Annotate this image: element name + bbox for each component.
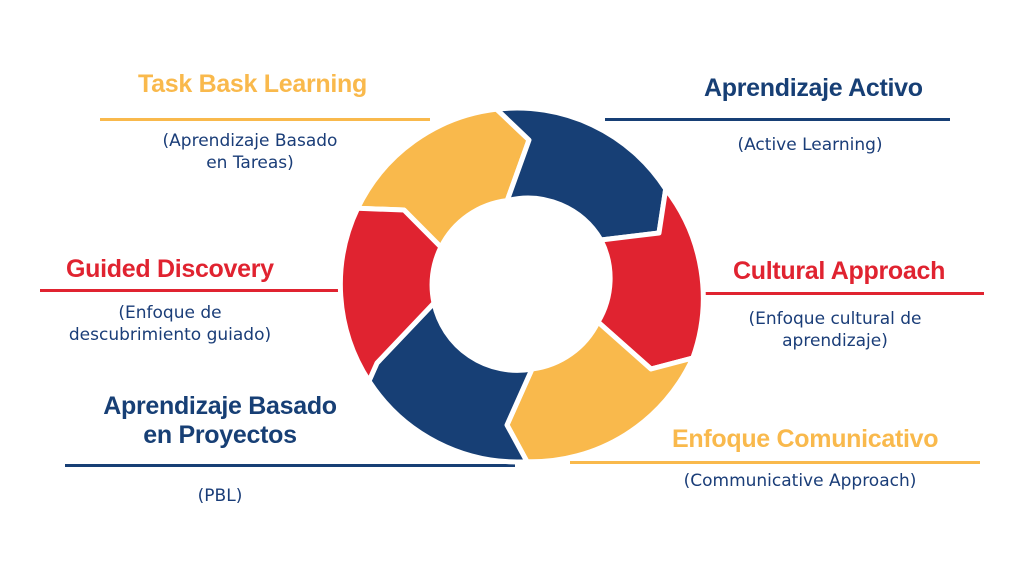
communicative-title: Enfoque Comunicativo	[672, 425, 939, 453]
cycle-center-hole	[432, 200, 602, 370]
projects-title-line2: en Proyectos	[143, 420, 297, 449]
communicative-subtitle-line1: (Communicative Approach)	[683, 471, 917, 491]
projects-title: Aprendizaje Basado en Proyectos	[95, 392, 345, 450]
task-based-subtitle-line1: (Aprendizaje Basado	[162, 131, 338, 151]
task-based-title: Task Bask Learning	[138, 70, 367, 98]
task-based-subtitle-line2: en Tareas)	[206, 153, 294, 174]
guided-subtitle-line1: (Enfoque de	[118, 303, 222, 323]
guided-subtitle-line2: descubrimiento guiado)	[68, 325, 272, 346]
task-based-line	[100, 118, 430, 121]
segment-communicative	[504, 319, 696, 465]
guided-subtitle: (Enfoque de descubrimiento guiado)	[40, 302, 300, 346]
task-based-subtitle: (Aprendizaje Basado en Tareas)	[130, 130, 370, 174]
guided-line	[40, 289, 345, 292]
cultural-title: Cultural Approach	[733, 257, 946, 285]
active-line	[605, 118, 950, 121]
cultural-line	[700, 292, 984, 295]
projects-title-line1: Aprendizaje Basado	[103, 392, 337, 420]
active-subtitle-line1: (Active Learning)	[737, 135, 883, 155]
active-title: Aprendizaje Activo	[704, 74, 923, 102]
cultural-subtitle: (Enfoque cultural de aprendizaje)	[725, 308, 945, 352]
active-subtitle: (Active Learning)	[700, 134, 920, 156]
communicative-line	[570, 461, 980, 464]
cultural-subtitle-line1: (Enfoque cultural de	[748, 309, 922, 329]
guided-title: Guided Discovery	[66, 255, 274, 283]
projects-line	[65, 464, 515, 467]
communicative-subtitle: (Communicative Approach)	[660, 470, 940, 492]
projects-subtitle: (PBL)	[170, 485, 270, 507]
projects-subtitle-line1: (PBL)	[197, 486, 243, 506]
cultural-subtitle-line2: aprendizaje)	[782, 331, 888, 352]
